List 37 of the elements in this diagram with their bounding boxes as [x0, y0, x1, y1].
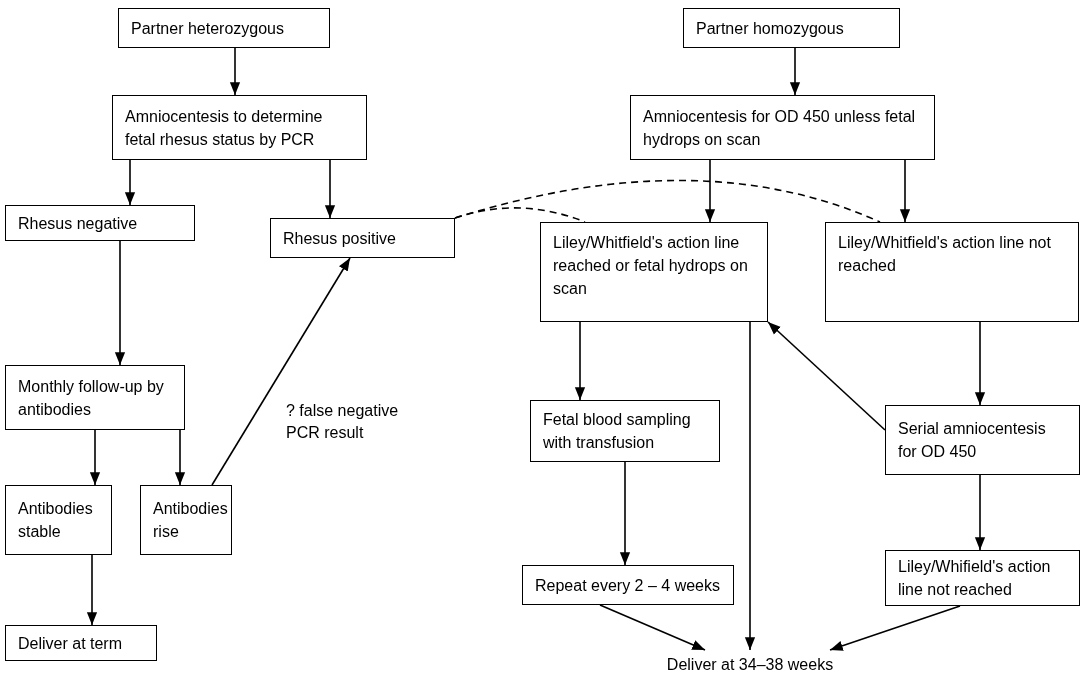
arrow: [829, 605, 961, 651]
process-box: Liley/Whitfield's action line reached or fetal hydrops on scan: [540, 222, 768, 322]
arrow: [324, 159, 336, 219]
process-box: Repeat every 2 – 4 weeks: [522, 565, 734, 605]
arrow: [767, 321, 886, 431]
process-box: Serial amniocentesis for OD 450: [885, 405, 1080, 475]
process-box: Liley/Whitfield's action line not reached: [825, 222, 1079, 322]
process-box: Monthly follow-up by antibodies: [5, 365, 185, 430]
arrow: [789, 47, 801, 96]
arrow: [704, 159, 716, 223]
process-box: Amniocentesis to determine fetal rhesus status by PCR: [112, 95, 367, 160]
arrow: [86, 554, 98, 626]
process-box: Fetal blood sampling with transfusion: [530, 400, 720, 462]
arrow: [744, 321, 756, 651]
arrow: [599, 604, 706, 651]
process-box: Partner heterozygous: [118, 8, 330, 48]
arrow: [174, 429, 186, 486]
process-box: Partner homozygous: [683, 8, 900, 48]
arrow: [574, 321, 586, 401]
process-box: Deliver at term: [5, 625, 157, 661]
arrow: [974, 474, 986, 551]
process-box: Rhesus negative: [5, 205, 195, 241]
arrow: [974, 321, 986, 406]
arrow: [114, 240, 126, 366]
arrow: [229, 47, 241, 96]
outcome-text: Deliver at 34–38 weeks: [640, 650, 860, 680]
process-box: Antibodies rise: [140, 485, 232, 555]
arrow: [619, 461, 631, 566]
arrow: [211, 257, 351, 486]
arrow: [899, 159, 911, 223]
process-box: Rhesus positive: [270, 218, 455, 258]
arrow: [124, 159, 136, 206]
arrow: [89, 429, 101, 486]
process-box: Antibodies stable: [5, 485, 112, 555]
process-box: Amniocentesis for OD 450 unless fetal hydrops on scan: [630, 95, 935, 160]
process-box: Liley/Whifield's action line not reached: [885, 550, 1080, 606]
dashed-connector: [454, 179, 881, 223]
